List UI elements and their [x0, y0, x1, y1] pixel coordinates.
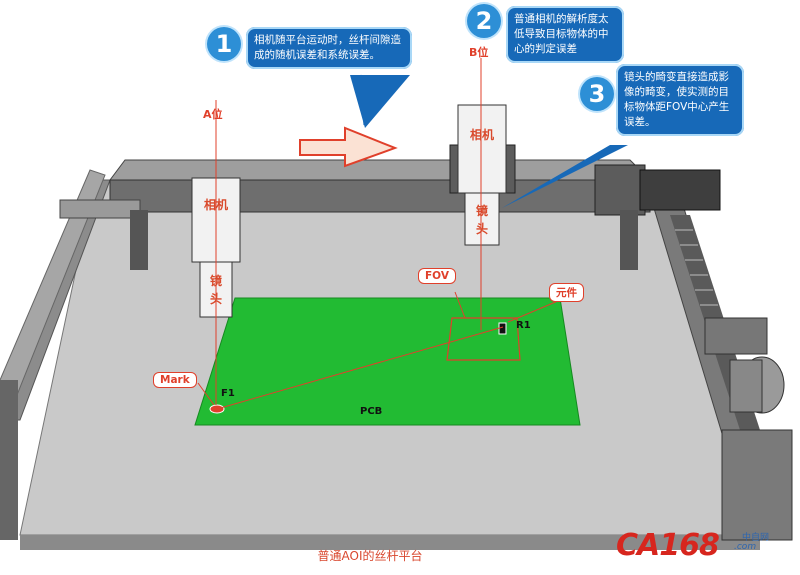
camera-b-lens [464, 192, 500, 246]
callout-1-pointer [350, 75, 410, 128]
callout-3-pointer [502, 145, 628, 208]
camera-a-body-label: 相机 [203, 198, 228, 212]
left-post [0, 380, 18, 540]
component-leader [507, 297, 566, 323]
component-label: 元件 [549, 283, 584, 302]
fov-leader [454, 291, 466, 319]
lead-screw-threads [675, 229, 718, 306]
callout-1-text: 相机随平台运动时，丝杆间隙造成的随机误差和系统误差。 [246, 27, 412, 69]
callout-2-number: 2 [467, 4, 501, 38]
position-b-label: B位 [469, 46, 489, 59]
fov-label: FOV [418, 268, 456, 284]
gantry-leg-right [620, 210, 638, 270]
screw-nut-block [704, 317, 768, 355]
callout-2-text: 普通相机的解析度太低导致目标物体的中心的判定误差 [506, 6, 624, 63]
motor-right-body [729, 359, 763, 413]
ca168-logo: CA168 中自网 .com [616, 528, 769, 563]
r1-label: R1 [516, 320, 531, 331]
mark-leader [197, 382, 215, 406]
logo-cn: 中自网 [742, 533, 770, 543]
gantry-leg-left [130, 210, 148, 270]
logo-brand: CA168 [616, 528, 720, 563]
camera-a-lens-label: 镜头 [209, 274, 222, 306]
callout-1-number: 1 [207, 27, 241, 61]
drive-motor [639, 169, 721, 211]
beam-left-end [59, 199, 141, 219]
position-a-label: A位 [203, 108, 223, 121]
mark-label: Mark [153, 372, 197, 388]
camera-b-body [457, 104, 507, 194]
pcb-board [194, 297, 581, 426]
camera-b-body-label: 相机 [469, 128, 494, 142]
logo-url: .com [734, 542, 757, 552]
callout-3-text: 镜头的畸变直接造成影像的畸变，使实测的目标物体距FOV中心产生误差。 [616, 64, 744, 136]
beam-right-end [594, 164, 646, 216]
base-front-edge [20, 535, 760, 550]
f1-label: F1 [221, 388, 235, 399]
camera-b-lens-label: 镜头 [475, 204, 488, 236]
measure-line [216, 326, 504, 410]
figure-caption: 普通AOI的丝杆平台 [317, 549, 423, 563]
callout-3-number: 3 [580, 77, 614, 111]
fov-box [446, 317, 521, 361]
gantry-beam-front [109, 179, 651, 213]
motion-arrow [299, 126, 398, 168]
right-post [721, 429, 793, 541]
pcb-label: PCB [360, 406, 383, 417]
r1-component [498, 322, 507, 335]
